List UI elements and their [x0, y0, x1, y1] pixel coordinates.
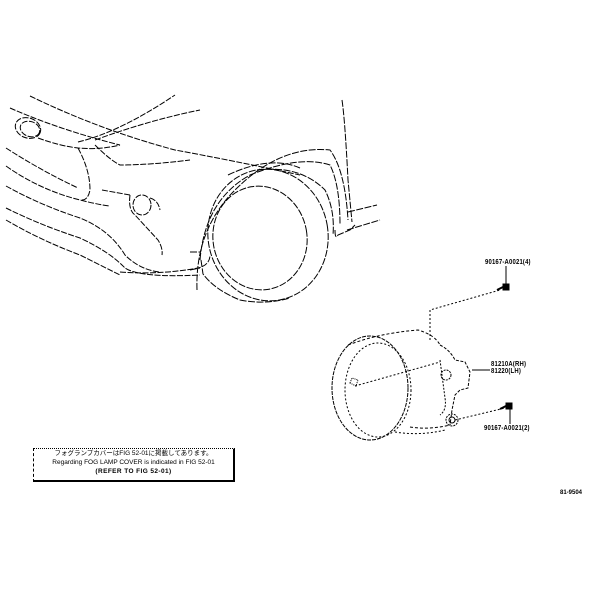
wheel-fender-outline: [189, 99, 381, 303]
fog-lamp-rh-label: 81210A(RH): [491, 361, 527, 368]
note-english: Regarding FOG LAMP COVER is indicated in…: [52, 459, 215, 466]
screw-bottom-label: 90167-A0021(2): [484, 425, 530, 432]
screw-top-icon: [496, 266, 510, 291]
fog-lamp-assembly: [331, 289, 506, 441]
reference-note-box: フォグランプカバーはFIG 52-01に掲載してあります。 Regarding …: [33, 448, 235, 482]
note-japanese: フォグランプカバーはFIG 52-01に掲載してあります。: [54, 450, 213, 457]
screw-top-label: 90167-A0021(4): [485, 259, 531, 266]
screw-bottom-icon: [499, 402, 513, 424]
fog-lamp-lh-label: 81220(LH): [491, 368, 521, 375]
figure-code: 81-9504: [560, 490, 583, 496]
vehicle-front-outline: [5, 94, 301, 277]
note-refer: (REFER TO FIG 52-01): [95, 468, 172, 475]
